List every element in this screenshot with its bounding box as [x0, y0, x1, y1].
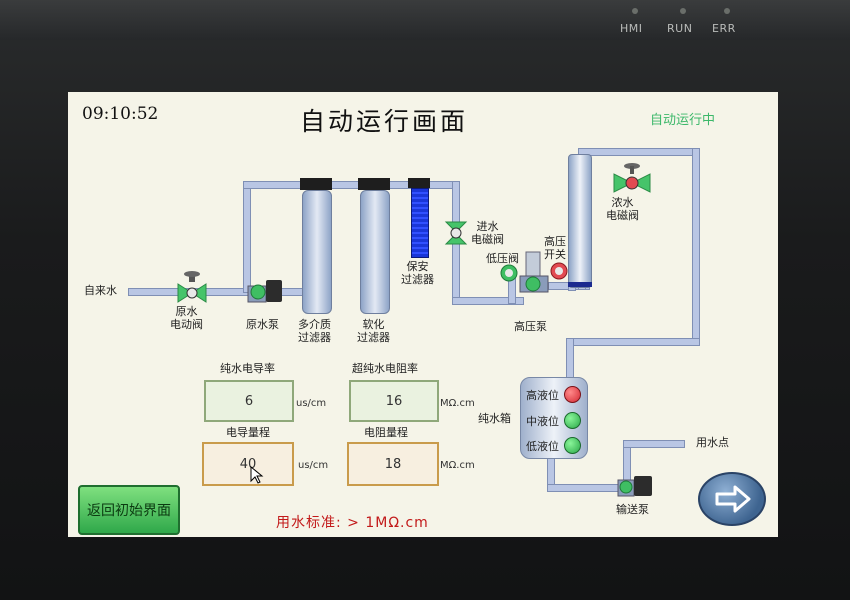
- ro-membrane: [568, 154, 592, 288]
- raw-water-pump-icon[interactable]: [246, 276, 284, 306]
- transfer-pump-icon[interactable]: [616, 474, 656, 500]
- softener-filter-label: 软化 过滤器: [357, 318, 390, 344]
- use-point-label: 用水点: [696, 436, 729, 449]
- membrane-cap: [568, 282, 592, 287]
- to-pump-pipe: [452, 297, 524, 305]
- run-label: RUN: [667, 22, 693, 35]
- softener-filter-cap: [358, 178, 390, 190]
- multimedia-filter-cap: [300, 178, 332, 190]
- back-to-home-button[interactable]: 返回初始界面: [78, 485, 180, 535]
- transfer-pump-label: 输送泵: [616, 503, 649, 516]
- page-title: 自动运行画面: [300, 107, 469, 136]
- raw-water-valve-label: 原水 电动阀: [170, 305, 203, 331]
- security-filter-cap: [408, 178, 430, 188]
- mid-level-indicator-icon: [564, 412, 581, 429]
- high-pressure-switch-label: 高压 开关: [544, 235, 566, 261]
- membrane-top-pipe: [578, 148, 700, 156]
- permeate-pipe: [566, 338, 700, 346]
- hmi-led-icon: [632, 8, 638, 14]
- resistivity-unit: MΩ.cm: [440, 398, 475, 409]
- inlet-solenoid-valve-icon[interactable]: [444, 218, 468, 248]
- err-led-icon: [724, 8, 730, 14]
- raw-water-pump-label: 原水泵: [246, 318, 279, 331]
- inlet-pipe: [128, 288, 330, 296]
- use-point-pipe: [623, 440, 685, 448]
- concentrate-solenoid-valve-icon[interactable]: [612, 162, 652, 198]
- pure-water-tank-label: 纯水箱: [478, 412, 511, 425]
- inlet-solenoid-valve-label: 进水 电磁阀: [471, 220, 504, 246]
- resistivity-range-unit: MΩ.cm: [440, 460, 475, 471]
- next-page-button[interactable]: [698, 472, 766, 526]
- high-level-label: 高液位: [526, 389, 559, 402]
- cursor-icon: [250, 466, 264, 484]
- hmi-screen: 09:10:52 自动运行画面 自动运行中: [68, 92, 778, 537]
- err-label: ERR: [712, 22, 736, 35]
- conductivity-value: 6: [204, 380, 294, 422]
- low-level-indicator-icon: [564, 437, 581, 454]
- conductivity-unit: us/cm: [296, 398, 327, 409]
- conductivity-range-unit: us/cm: [298, 460, 329, 471]
- raw-water-valve-icon[interactable]: [176, 270, 208, 306]
- concentrate-solenoid-valve-label: 浓水 电磁阀: [606, 196, 639, 222]
- arrow-right-icon: [715, 485, 751, 513]
- security-filter: [411, 188, 429, 258]
- run-status: 自动运行中: [650, 113, 716, 128]
- run-led-icon: [680, 8, 686, 14]
- low-pressure-valve-label: 低压阀: [486, 252, 519, 265]
- source-label: 自来水: [84, 284, 117, 297]
- conductivity-range-input[interactable]: 40: [202, 442, 294, 486]
- resistivity-range-label: 电阻量程: [364, 426, 408, 439]
- low-pressure-valve-icon[interactable]: [499, 264, 519, 282]
- high-pressure-pump-label: 高压泵: [514, 320, 547, 333]
- conductivity-range-label: 电导量程: [226, 426, 270, 439]
- low-level-label: 低液位: [526, 440, 559, 453]
- high-pressure-pump-icon[interactable]: [516, 250, 552, 294]
- softener-filter: [360, 190, 390, 314]
- clock: 09:10:52: [82, 104, 159, 124]
- resistivity-range-input[interactable]: 18: [347, 442, 439, 486]
- bezel-top-strip: [0, 0, 850, 40]
- multimedia-filter-label: 多介质 过滤器: [298, 318, 331, 344]
- mid-level-label: 中液位: [526, 415, 559, 428]
- concentrate-drain-pipe: [692, 148, 700, 346]
- hmi-label: HMI: [620, 22, 643, 35]
- conductivity-label: 纯水电导率: [220, 362, 275, 375]
- high-level-indicator-icon: [564, 386, 581, 403]
- water-standard-text: 用水标准: > 1MΩ.cm: [276, 515, 429, 531]
- high-pressure-switch-icon[interactable]: [549, 262, 569, 280]
- security-filter-label: 保安 过滤器: [401, 260, 434, 286]
- tank-inlet-pipe: [566, 338, 574, 380]
- resistivity-value: 16: [349, 380, 439, 422]
- multimedia-filter: [302, 190, 332, 314]
- resistivity-label: 超纯水电阻率: [352, 362, 418, 375]
